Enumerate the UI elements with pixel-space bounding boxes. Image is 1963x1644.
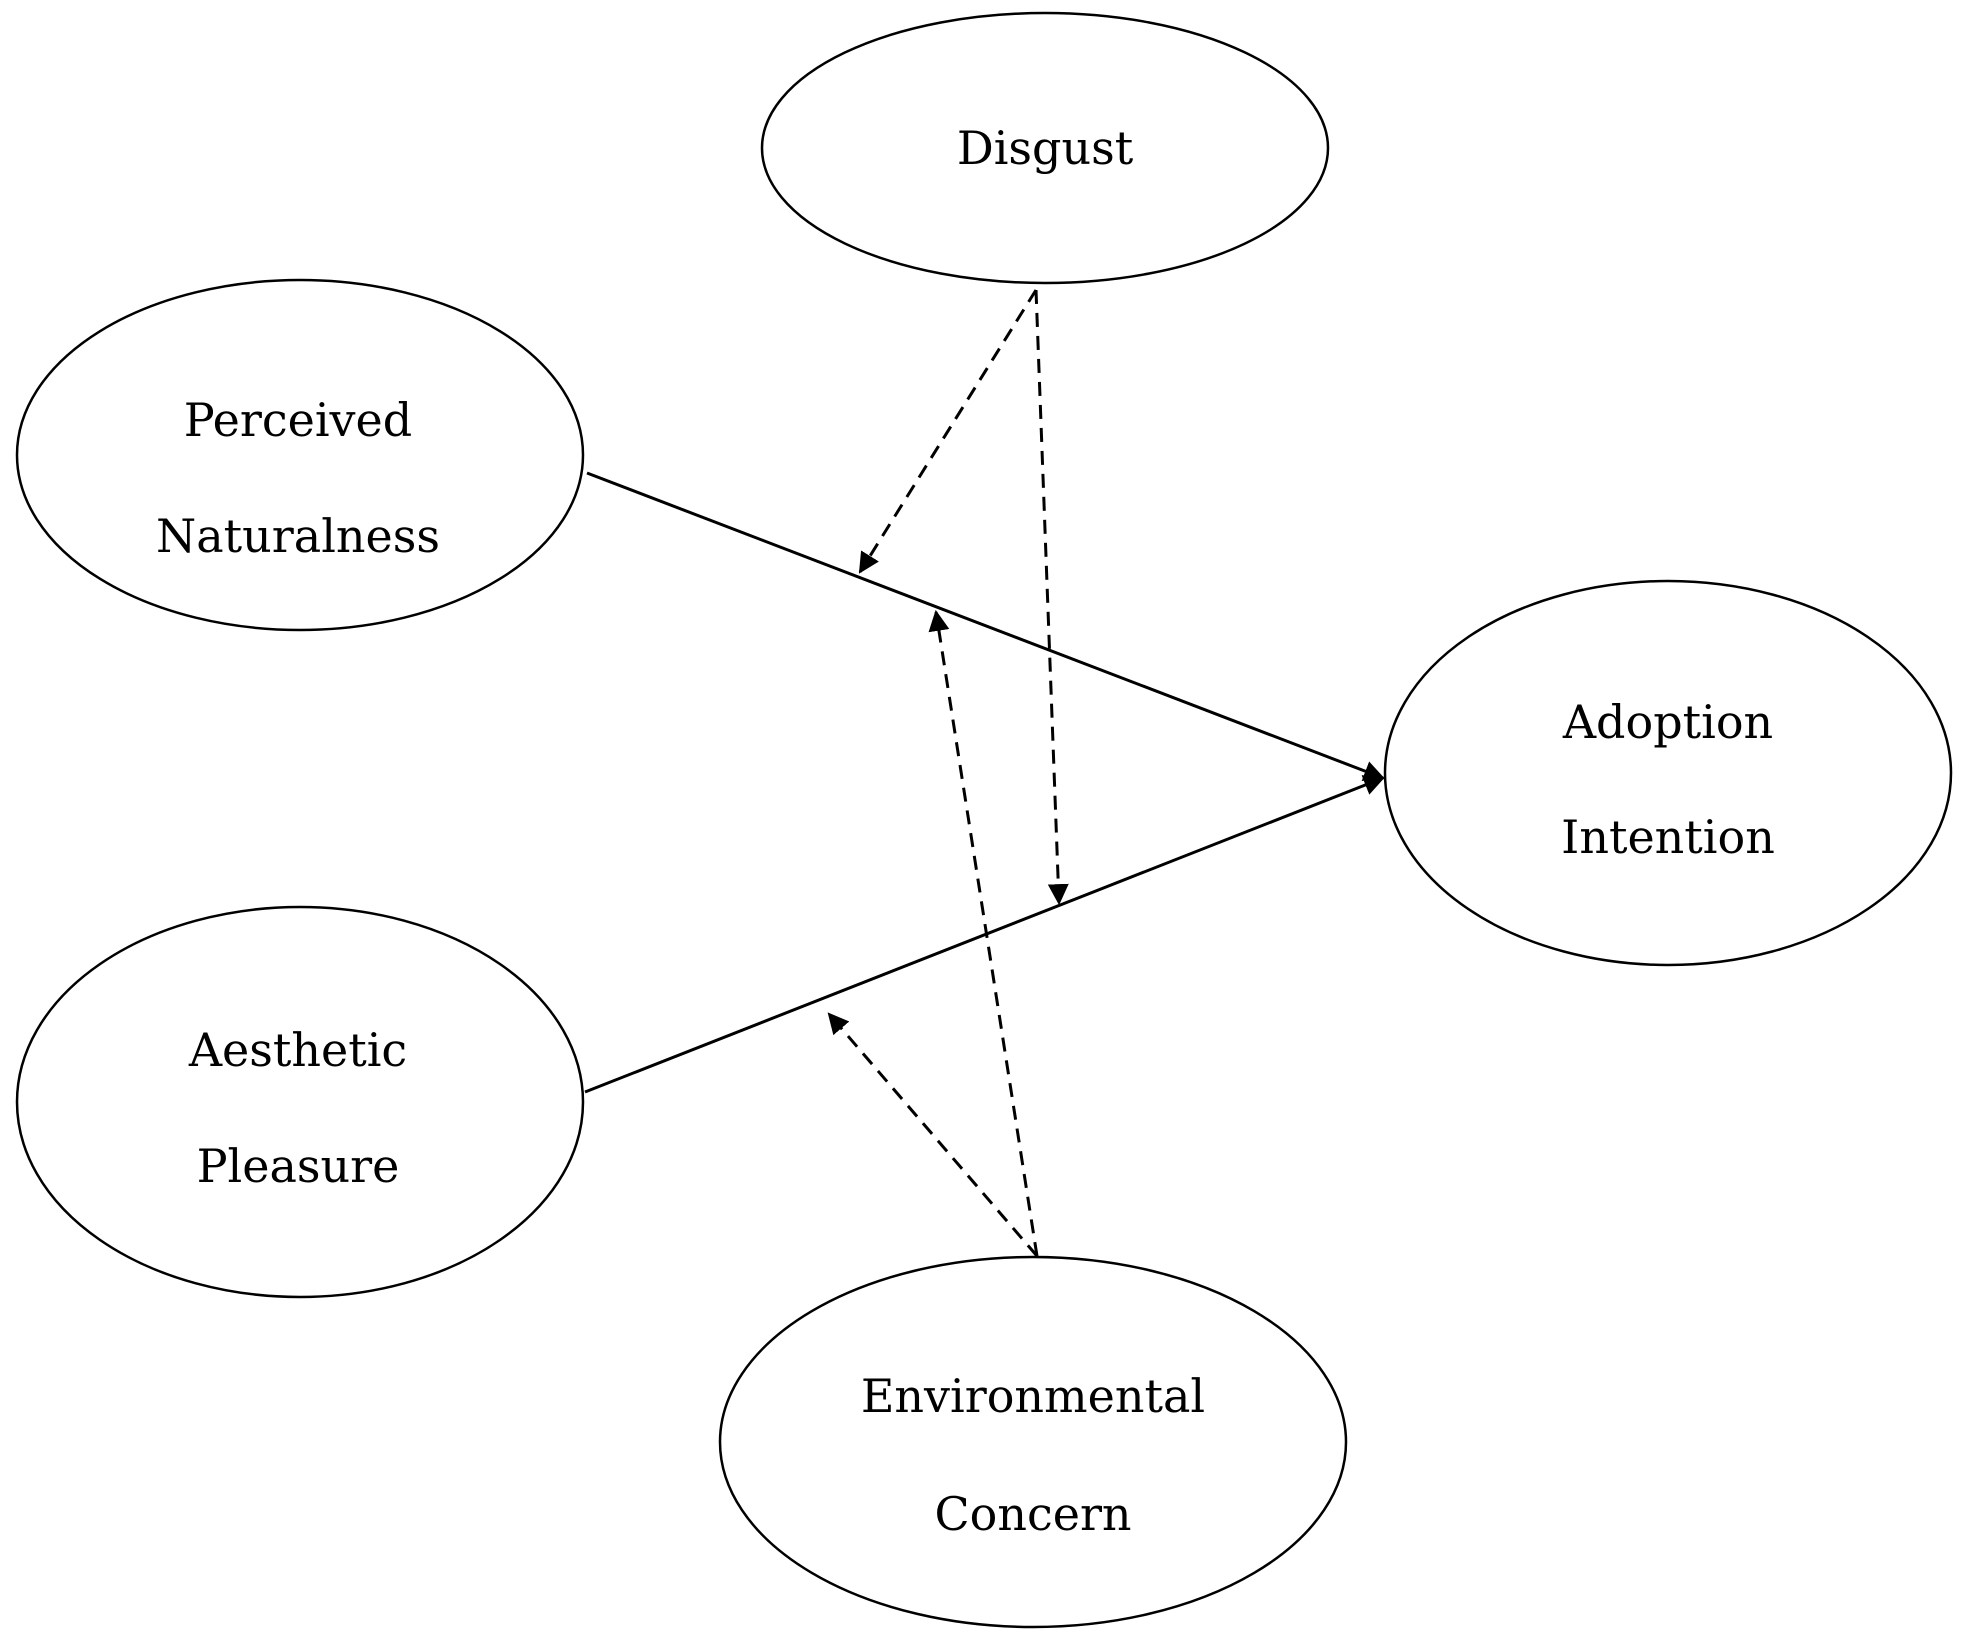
node-disgust: Disgust xyxy=(760,11,1330,285)
node-adoption-intention-label-line-2: Intention xyxy=(1561,810,1775,864)
node-adoption-intention: Adoption Intention xyxy=(1383,579,1953,967)
node-aesthetic-pleasure: Aesthetic Pleasure xyxy=(15,905,585,1299)
node-disgust-label: Disgust xyxy=(957,121,1134,175)
edge-environmental-concern-to-naturalness-path xyxy=(928,609,1039,1257)
node-perceived-naturalness-label-line-1: Perceived xyxy=(184,393,412,447)
edge-disgust-to-naturalness-path xyxy=(858,289,1038,574)
node-perceived-naturalness: Perceived Naturalness xyxy=(15,278,585,632)
node-environmental-concern: Environmental Concern xyxy=(718,1255,1348,1629)
edge-perceived-naturalness-to-adoption-intention xyxy=(586,471,1385,782)
node-aesthetic-pleasure-label-line-2: Pleasure xyxy=(197,1139,400,1193)
node-environmental-concern-label-line-1: Environmental xyxy=(861,1369,1205,1423)
node-aesthetic-pleasure-label-line-1: Aesthetic xyxy=(188,1023,407,1077)
node-adoption-intention-label-line-1: Adoption xyxy=(1562,695,1773,749)
node-environmental-concern-label-line-2: Concern xyxy=(934,1487,1131,1541)
node-perceived-naturalness-label-line-2: Naturalness xyxy=(156,509,440,563)
edge-disgust-to-aesthetic-path xyxy=(1034,289,1069,906)
edge-environmental-concern-to-aesthetic-path xyxy=(827,1012,1039,1257)
edge-aesthetic-pleasure-to-adoption-intention xyxy=(584,775,1385,1094)
